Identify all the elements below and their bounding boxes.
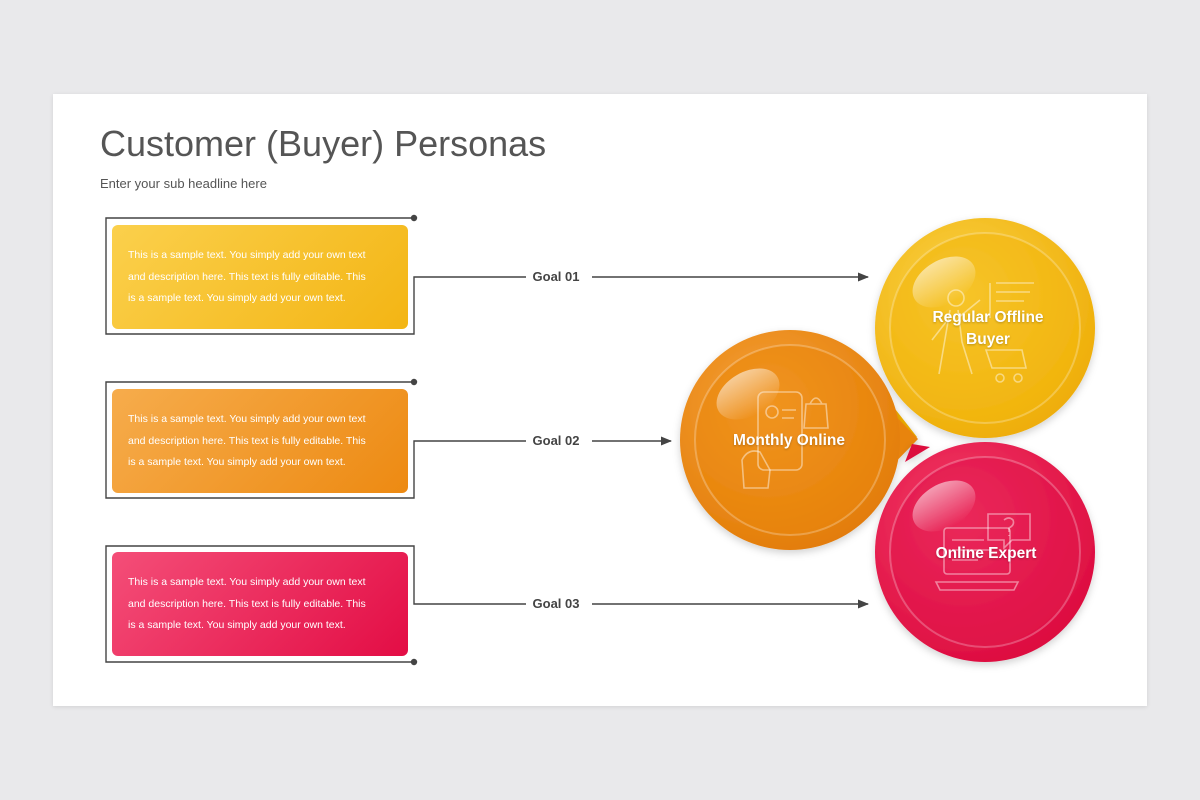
goal-3-text-line: is a sample text. You simply add your ow…	[128, 619, 346, 631]
goal-3-text-line: and description here. This text is fully…	[128, 597, 366, 610]
goal-2-text-line: and description here. This text is fully…	[128, 434, 366, 447]
goal-2-textbox: This is a sample text. You simply add yo…	[112, 389, 408, 493]
goal-2-connector	[105, 378, 673, 499]
laptop-chat-icon	[934, 513, 1031, 591]
goal-1-connector	[105, 214, 870, 335]
phone-shopping-icon	[741, 391, 829, 489]
goal-2-label: Goal 02	[526, 433, 586, 449]
persona-regular-offline-buyer	[875, 218, 1095, 448]
goal-1-text-line: and description here. This text is fully…	[128, 270, 366, 283]
goal-2-text-line: This is a sample text. You simply add yo…	[128, 413, 366, 425]
persona-online-expert	[875, 442, 1095, 662]
page-subtitle: Enter your sub headline here	[100, 176, 267, 191]
goal-3-connector	[105, 545, 870, 666]
persona-label-regular-offline-buyer: Regular Offline Buyer	[918, 307, 1058, 351]
persona-label-line: Buyer	[966, 331, 1010, 348]
goal-1-label: Goal 01	[526, 269, 586, 285]
persona-label-line: Regular Offline	[932, 309, 1044, 326]
goal-1-text-line: is a sample text. You simply add your ow…	[128, 292, 346, 304]
page-title: Customer (Buyer) Personas	[100, 123, 547, 164]
persona-monthly-online	[680, 330, 918, 550]
shopper-cart-icon	[931, 282, 1034, 383]
goal-3-label: Goal 03	[526, 596, 586, 612]
goal-2-text-line: is a sample text. You simply add your ow…	[128, 456, 346, 468]
goal-3-textbox: This is a sample text. You simply add yo…	[112, 552, 408, 656]
persona-label-online-expert: Online Expert	[935, 545, 1037, 562]
goal-1-text-line: This is a sample text. You simply add yo…	[128, 249, 366, 261]
goal-1-textbox: This is a sample text. You simply add yo…	[112, 225, 408, 329]
goal-3-text-line: This is a sample text. You simply add yo…	[128, 576, 366, 588]
persona-label-monthly-online: Monthly Online	[733, 432, 845, 449]
